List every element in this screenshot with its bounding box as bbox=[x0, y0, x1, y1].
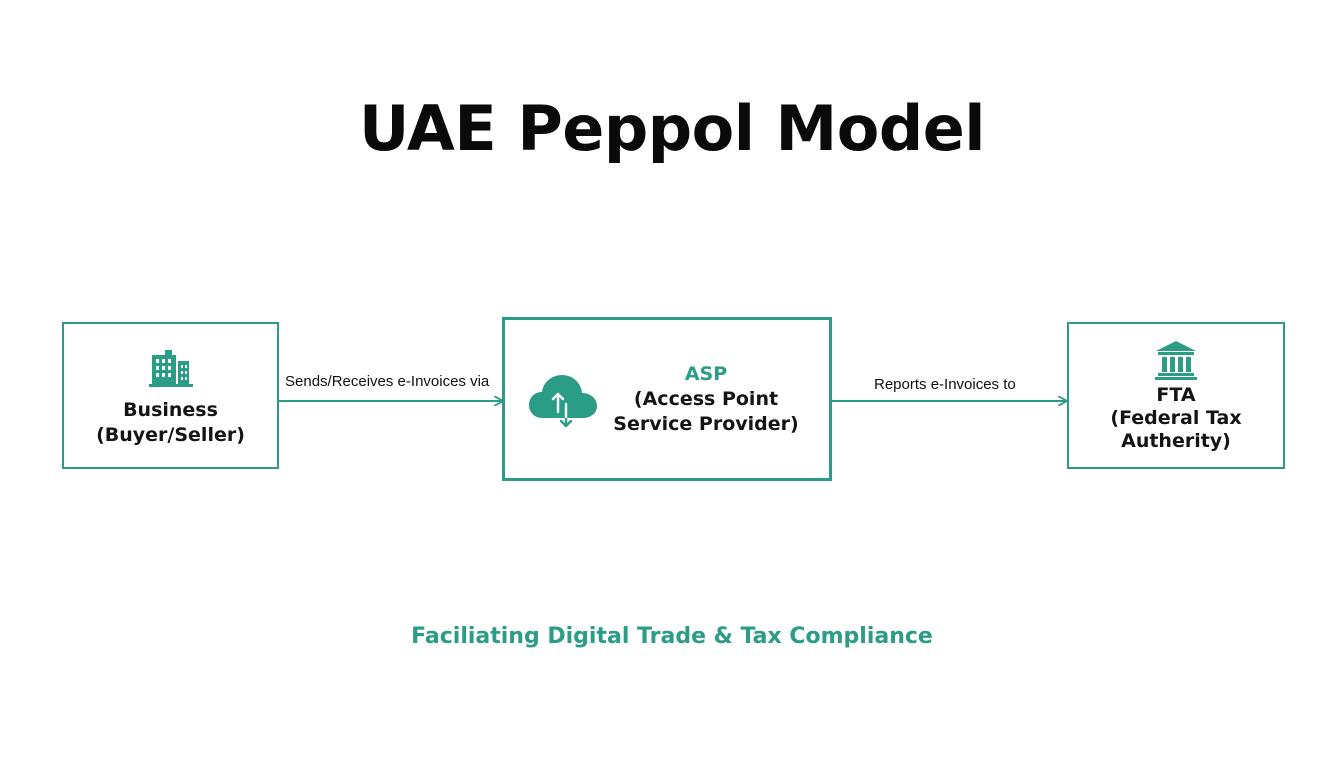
fta-node-label-line3: Autherity) bbox=[1121, 430, 1231, 452]
cloud-upload-download-icon bbox=[529, 375, 598, 428]
building-icon bbox=[148, 349, 193, 387]
business-node-label-line2: (Buyer/Seller) bbox=[96, 423, 245, 446]
asp-node-content: ASP (Access Point Service Provider) bbox=[527, 362, 799, 437]
asp-node-label-line1: (Access Point bbox=[633, 387, 779, 410]
business-node: Business (Buyer/Seller) bbox=[62, 322, 279, 469]
edge-label-asp-to-fta: Reports e-Invoices to bbox=[874, 376, 1016, 393]
fta-node-label: FTA (Federal Tax Autherity) bbox=[1110, 384, 1241, 453]
asp-node-label-line2: Service Provider) bbox=[613, 412, 799, 435]
business-node-label-line1: Business bbox=[123, 398, 218, 421]
business-node-label: Business (Buyer/Seller) bbox=[96, 398, 245, 448]
asp-node: ASP (Access Point Service Provider) bbox=[502, 317, 832, 481]
diagram-tagline: Faciliating Digital Trade & Tax Complian… bbox=[411, 624, 933, 649]
edge-label-business-to-asp: Sends/Receives e-Invoices via bbox=[285, 373, 490, 390]
fta-node: FTA (Federal Tax Autherity) bbox=[1067, 322, 1285, 469]
government-building-icon bbox=[1155, 341, 1197, 380]
asp-node-label: ASP (Access Point Service Provider) bbox=[613, 362, 798, 437]
asp-node-abbreviation: ASP bbox=[684, 362, 728, 385]
fta-node-label-line2: (Federal Tax bbox=[1110, 407, 1242, 429]
fta-node-label-line1: FTA bbox=[1156, 384, 1196, 406]
diagram-title: UAE Peppol Model bbox=[358, 92, 986, 165]
